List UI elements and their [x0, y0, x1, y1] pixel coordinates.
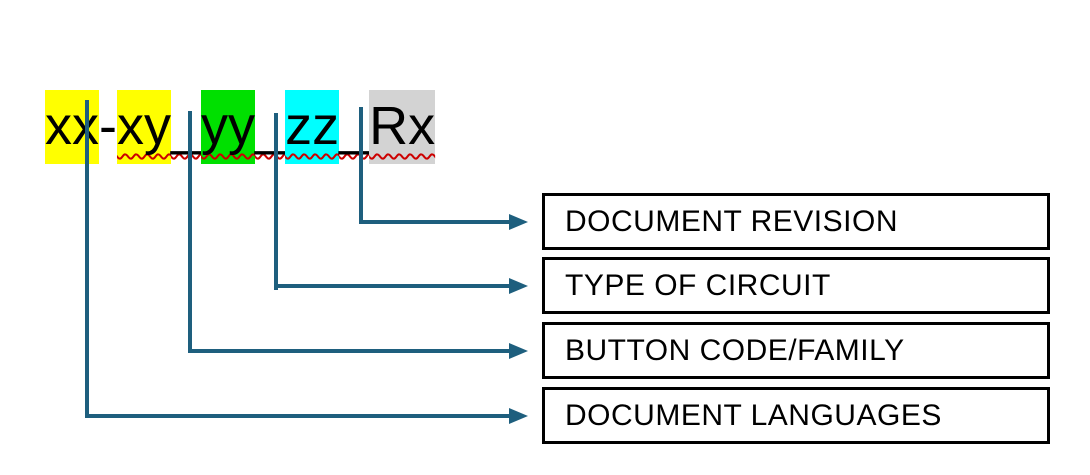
- connector-horizontal-line: [188, 349, 509, 353]
- connector-horizontal-line: [359, 220, 509, 224]
- filename-pattern: xx-xy_yy_zz_Rx: [15, 12, 436, 164]
- arrowhead-right-icon: [509, 214, 528, 230]
- token-sep-1: _: [171, 96, 202, 156]
- token-xy: xy: [117, 90, 171, 164]
- label-box-text: DOCUMENT LANGUAGES: [565, 398, 942, 432]
- token-yy: yy: [201, 90, 256, 164]
- token-hyphen: -: [99, 96, 117, 156]
- token-rx: Rx: [369, 90, 436, 164]
- connector-vertical-line: [359, 107, 363, 224]
- label-box-text: TYPE OF CIRCUIT: [565, 268, 831, 302]
- label-box-document-languages: DOCUMENT LANGUAGES: [542, 387, 1050, 444]
- arrowhead-right-icon: [509, 343, 528, 359]
- connector-horizontal-line: [274, 284, 509, 288]
- connector-vertical-line: [188, 111, 192, 353]
- label-box-text: BUTTON CODE/FAMILY: [565, 333, 905, 367]
- connector-vertical-line: [85, 100, 89, 418]
- label-box-button-code-family: BUTTON CODE/FAMILY: [542, 322, 1050, 379]
- token-xx: xx: [45, 90, 100, 164]
- token-sep-3: _: [339, 96, 370, 156]
- connector-vertical-line: [274, 113, 278, 290]
- arrowhead-right-icon: [509, 408, 528, 424]
- label-box-text: DOCUMENT REVISION: [565, 204, 898, 238]
- token-zz: zz: [285, 90, 340, 164]
- label-box-type-of-circuit: TYPE OF CIRCUIT: [542, 257, 1050, 314]
- connector-horizontal-line: [85, 414, 509, 418]
- token-sep-2: _: [255, 96, 286, 156]
- arrowhead-right-icon: [509, 278, 528, 294]
- label-box-document-revision: DOCUMENT REVISION: [542, 193, 1050, 250]
